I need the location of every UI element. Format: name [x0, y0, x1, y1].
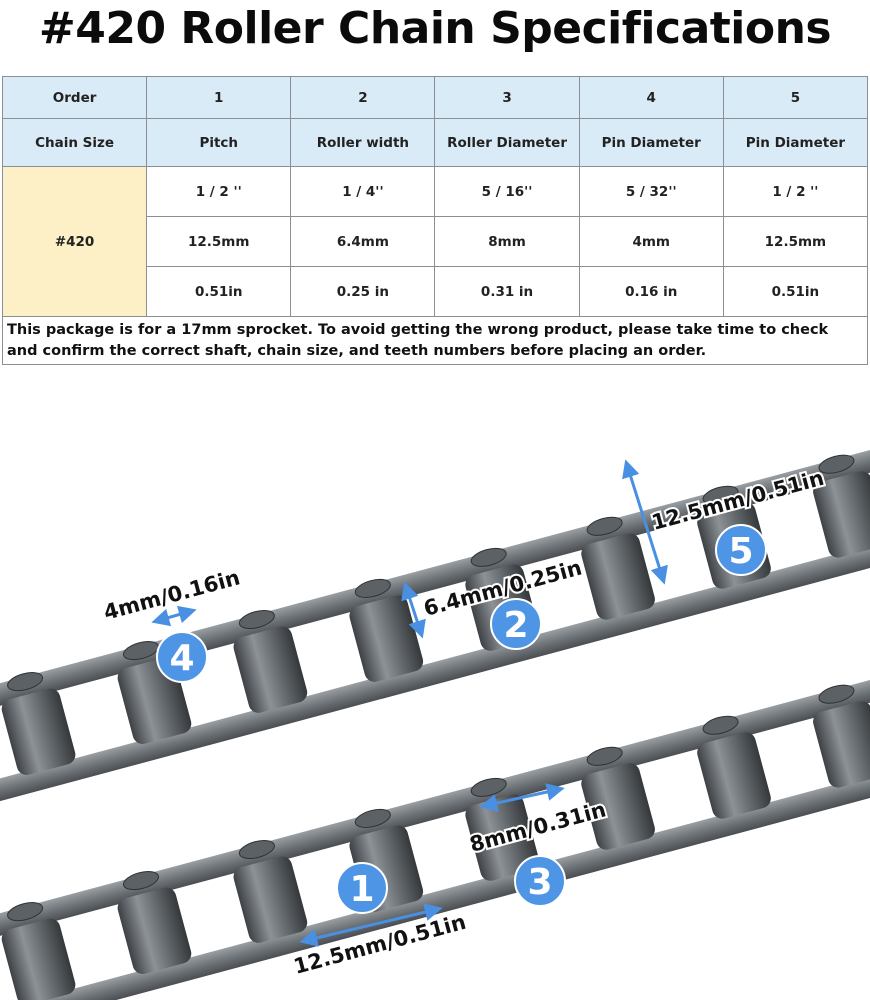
order-label: Order: [1, 76, 148, 119]
table-cell: 8mm: [434, 216, 580, 267]
table-cell: 12.5mm: [146, 216, 292, 267]
badge-1: 1: [336, 862, 388, 914]
table-row: 12.5mm 6.4mm 8mm 4mm 12.5mm: [3, 216, 869, 267]
badge-5: 5: [715, 524, 767, 576]
column-header: Pin Diameter: [578, 118, 724, 167]
arrow-1: [299, 903, 443, 947]
column-header: Roller Diameter: [434, 118, 580, 167]
badge-3: 3: [514, 855, 566, 907]
order-number: 2: [290, 76, 436, 119]
header-row: Chain Size Pitch Roller width Roller Dia…: [1, 118, 869, 167]
svg-text:5: 5: [728, 531, 753, 572]
table-cell: 12.5mm: [722, 216, 869, 267]
arrow-2: [401, 581, 426, 639]
svg-text:2: 2: [503, 605, 528, 646]
arrow-4: [151, 605, 197, 627]
table-cell: 0.31 in: [434, 266, 580, 317]
table-cell: 0.16 in: [578, 266, 724, 317]
svg-text:1: 1: [349, 869, 374, 910]
table-cell: 1 / 2 '': [722, 166, 869, 217]
arrow-3: [479, 783, 565, 812]
order-number: 1: [146, 76, 292, 119]
badge-4: 4: [156, 631, 208, 683]
table-cell: 5 / 16'': [434, 166, 580, 217]
order-number: 3: [434, 76, 580, 119]
table-cell: 5 / 32'': [578, 166, 724, 217]
table-row: #420 1 / 2 '' 1 / 4'' 5 / 16'' 5 / 32'' …: [1, 166, 869, 317]
order-row: Order 1 2 3 4 5: [1, 76, 869, 119]
lower-chain: [0, 671, 870, 1000]
table-cell: 6.4mm: [290, 216, 436, 267]
column-header: Roller width: [290, 118, 436, 167]
note-row: This package is for a 17mm sprocket. To …: [2, 316, 868, 365]
column-header: Pitch: [146, 118, 292, 167]
page-title: #420 Roller Chain Specifications: [38, 3, 832, 54]
order-number: 4: [578, 76, 724, 119]
svg-text:3: 3: [527, 862, 552, 903]
order-number: 5: [722, 76, 869, 119]
svg-text:4: 4: [169, 638, 194, 679]
table-cell: 4mm: [578, 216, 724, 267]
chain-size-cell: #420: [1, 166, 148, 317]
table-cell: 1 / 4'': [290, 166, 436, 217]
table-cell: 0.51in: [722, 266, 869, 317]
table-cell: 0.51in: [146, 266, 292, 317]
package-note: This package is for a 17mm sprocket. To …: [2, 316, 868, 365]
chain-size-label: Chain Size: [1, 118, 148, 167]
arrow-5: [622, 459, 668, 585]
table-cell: 0.25 in: [290, 266, 436, 317]
table-cell: 1 / 2 '': [146, 166, 292, 217]
column-header: Pin Diameter: [722, 118, 869, 167]
chain-photo: 12.5mm/0.51in 6.4mm/0.25in 4mm/0.16in 8m…: [0, 441, 870, 1000]
spec-table: Order 1 2 3 4 5 Chain Size Pitch Roller …: [1, 76, 869, 365]
table-row: 0.51in 0.25 in 0.31 in 0.16 in 0.51in: [3, 266, 869, 317]
badge-2: 2: [490, 598, 542, 650]
